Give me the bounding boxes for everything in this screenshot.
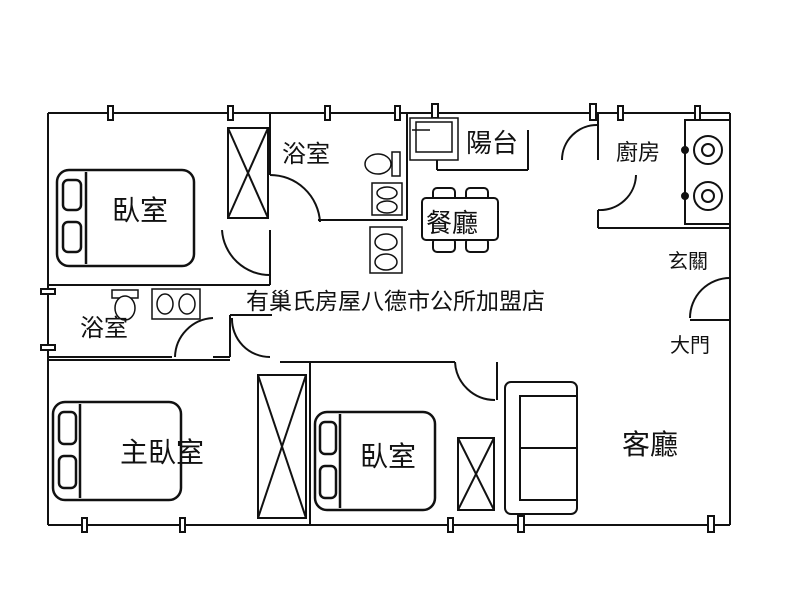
room-label-master-bedroom: 主臥室 — [120, 436, 204, 469]
window-marker — [40, 288, 56, 295]
door-swing — [174, 317, 214, 358]
room-label-bedroom-bottom: 臥室 — [360, 440, 416, 473]
toilet-icon — [364, 151, 401, 177]
window-marker — [227, 105, 234, 121]
washing-machine-icon — [409, 117, 459, 161]
window-marker — [589, 103, 597, 121]
window-marker — [617, 105, 624, 121]
room-label-bath-left: 浴室 — [80, 314, 128, 342]
door-swing — [221, 229, 271, 277]
sofa-icon — [504, 381, 578, 515]
bed-icon — [55, 168, 196, 268]
bed-icon — [313, 410, 437, 512]
door-swing — [689, 277, 731, 319]
window-marker — [394, 105, 401, 121]
room-label-bath-top: 浴室 — [282, 140, 330, 168]
room-label-main-door: 大門 — [670, 333, 710, 357]
door-swing — [561, 123, 599, 161]
stove-icon — [681, 119, 731, 225]
window-marker — [179, 517, 186, 533]
window-marker — [517, 515, 525, 533]
window-marker — [694, 105, 701, 121]
door-swing — [597, 174, 637, 212]
sink-icon — [369, 226, 403, 274]
room-label-balcony: 陽台 — [466, 129, 518, 159]
window-marker — [40, 344, 56, 351]
door-swing — [269, 173, 321, 223]
window-marker — [81, 517, 88, 533]
sink-icon — [371, 182, 403, 216]
bed-icon — [51, 400, 183, 502]
window-marker — [447, 517, 454, 533]
window-marker — [707, 515, 715, 533]
window-marker — [107, 105, 114, 121]
dining-table-icon — [421, 187, 499, 253]
window-marker — [324, 105, 331, 121]
door-swing — [230, 317, 271, 358]
door-swing — [454, 361, 496, 402]
room-label-living: 客廳 — [622, 428, 678, 461]
toilet-icon — [111, 289, 139, 321]
window-marker — [431, 103, 439, 119]
agency-watermark: 有巢氏房屋八德市公所加盟店 — [246, 289, 545, 315]
room-label-kitchen: 廚房 — [616, 141, 660, 166]
sink-icon — [151, 288, 201, 320]
room-label-dining: 餐廳 — [426, 209, 478, 239]
room-label-foyer: 玄關 — [668, 249, 708, 273]
room-label-bedroom-top: 臥室 — [112, 194, 168, 227]
